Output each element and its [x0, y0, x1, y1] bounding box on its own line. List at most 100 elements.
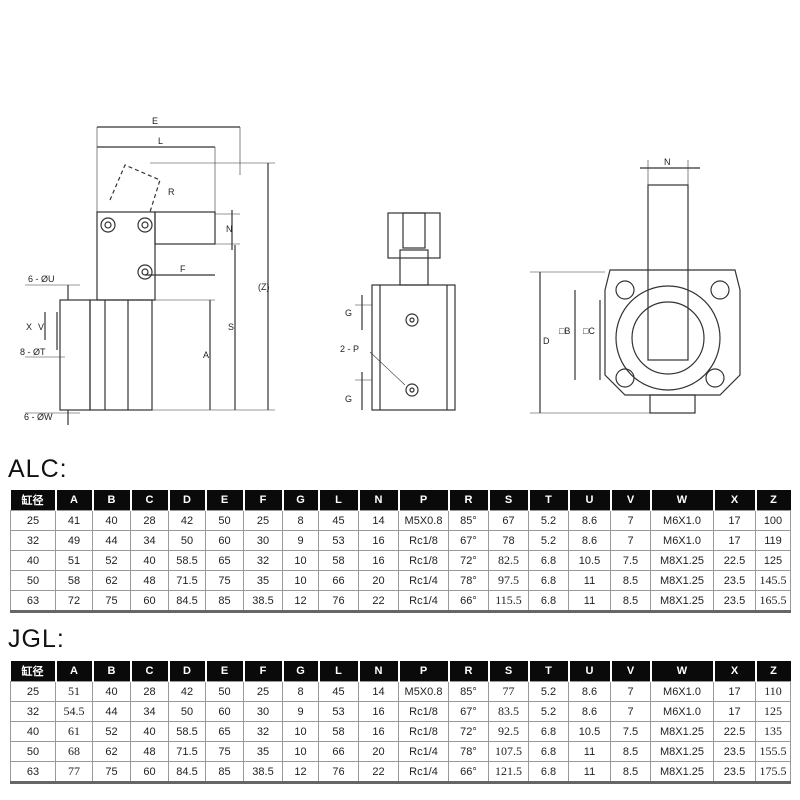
table-cell: 12	[282, 761, 319, 784]
table-cell: 48	[130, 741, 169, 762]
table-cell: 25	[10, 681, 56, 702]
column-header: U	[567, 490, 611, 511]
table-cell: 9	[282, 701, 319, 722]
table-cell: M6X1.0	[650, 510, 714, 531]
dim-N-top: N	[664, 157, 671, 167]
table-cell: 7	[610, 510, 651, 531]
table-cell: 92.5	[488, 721, 529, 742]
dim-C: □C	[583, 326, 595, 336]
table-cell: 125	[755, 550, 791, 571]
table-cell: 77	[55, 761, 93, 784]
table-cell: 78°	[448, 570, 489, 591]
column-header: R	[447, 661, 489, 682]
table-cell: 61	[55, 721, 93, 742]
table-cell: M8X1.25	[650, 741, 714, 762]
table-cell: 7.5	[610, 550, 651, 571]
table-cell: 72°	[448, 550, 489, 571]
table-cell: 7.5	[610, 721, 651, 742]
table-cell: 85	[205, 590, 244, 613]
table-cell: 16	[358, 721, 399, 742]
table-cell: 7	[610, 701, 651, 722]
column-header: D	[167, 661, 206, 682]
dim-N: N	[226, 224, 233, 234]
table-cell: 51	[55, 681, 93, 702]
table-cell: M8X1.25	[650, 590, 714, 613]
table-cell: 65	[205, 550, 244, 571]
table-cell: 32	[243, 550, 283, 571]
table-cell: 67	[488, 510, 529, 531]
table-cell: 97.5	[488, 570, 529, 591]
table-cell: 60	[130, 590, 169, 613]
table-cell: 53	[318, 530, 359, 551]
column-header: S	[487, 661, 529, 682]
column-header: N	[357, 661, 399, 682]
table-cell: 62	[92, 570, 131, 591]
table-cell: M6X1.0	[650, 681, 714, 702]
table-cell: 10.5	[568, 721, 611, 742]
table-cell: 5.2	[528, 701, 569, 722]
table-cell: 23.5	[713, 590, 756, 613]
table-cell: 35	[243, 570, 283, 591]
dim-U: 6 - ØU	[28, 274, 55, 284]
column-header: U	[567, 661, 611, 682]
column-header: D	[167, 490, 206, 511]
table-cell: 40	[92, 681, 131, 702]
table-cell: 75	[205, 741, 244, 762]
table-cell: 85	[205, 761, 244, 784]
table-cell: 11	[568, 741, 611, 762]
table-cell: 50	[205, 681, 244, 702]
table-cell: 22	[358, 761, 399, 784]
table-cell: 17	[713, 701, 756, 722]
table-cell: 40	[130, 721, 169, 742]
table-cell: Rc1/8	[398, 721, 449, 742]
table-cell: 63	[10, 590, 56, 613]
table-cell: 48	[130, 570, 169, 591]
table-cell: 40	[10, 550, 56, 571]
column-header: V	[609, 661, 651, 682]
table-cell: 60	[205, 530, 244, 551]
table-cell: M6X1.0	[650, 530, 714, 551]
table-cell: 50	[168, 530, 206, 551]
table-cell: 25	[243, 510, 283, 531]
table-cell: 10	[282, 570, 319, 591]
table-cell: 11	[568, 570, 611, 591]
table-cell: 135	[755, 721, 791, 742]
table-cell: 67°	[448, 530, 489, 551]
table-cell: Rc1/4	[398, 741, 449, 762]
technical-drawing: E L R N F (Z) S A 6 - ØU V X 8 - ØT 6 - …	[20, 116, 741, 425]
table-cell: 50	[10, 570, 56, 591]
column-header: 缸径	[10, 490, 56, 511]
table-cell: 25	[10, 510, 56, 531]
column-header: V	[609, 490, 651, 511]
table-cell: 16	[358, 701, 399, 722]
column-header: P	[397, 490, 449, 511]
table-cell: 20	[358, 570, 399, 591]
dim-F: F	[180, 264, 186, 274]
table-cell: 110	[755, 681, 791, 702]
column-header: F	[242, 490, 283, 511]
column-header: B	[91, 661, 131, 682]
table-cell: M6X1.0	[650, 701, 714, 722]
column-header: E	[204, 661, 244, 682]
table-cell: 100	[755, 510, 791, 531]
table-cell: 6.8	[528, 550, 569, 571]
dim-E: E	[152, 116, 158, 126]
column-header: P	[397, 661, 449, 682]
table-cell: 40	[10, 721, 56, 742]
table-cell: 10	[282, 741, 319, 762]
table-cell: 52	[92, 550, 131, 571]
table-cell: 78	[488, 530, 529, 551]
table-cell: 121.5	[488, 761, 529, 784]
table-cell: 8.5	[610, 741, 651, 762]
clamp-head	[96, 211, 156, 301]
column-header: R	[447, 490, 489, 511]
table-cell: 115.5	[488, 590, 529, 613]
dim-T: 8 - ØT	[20, 347, 46, 357]
